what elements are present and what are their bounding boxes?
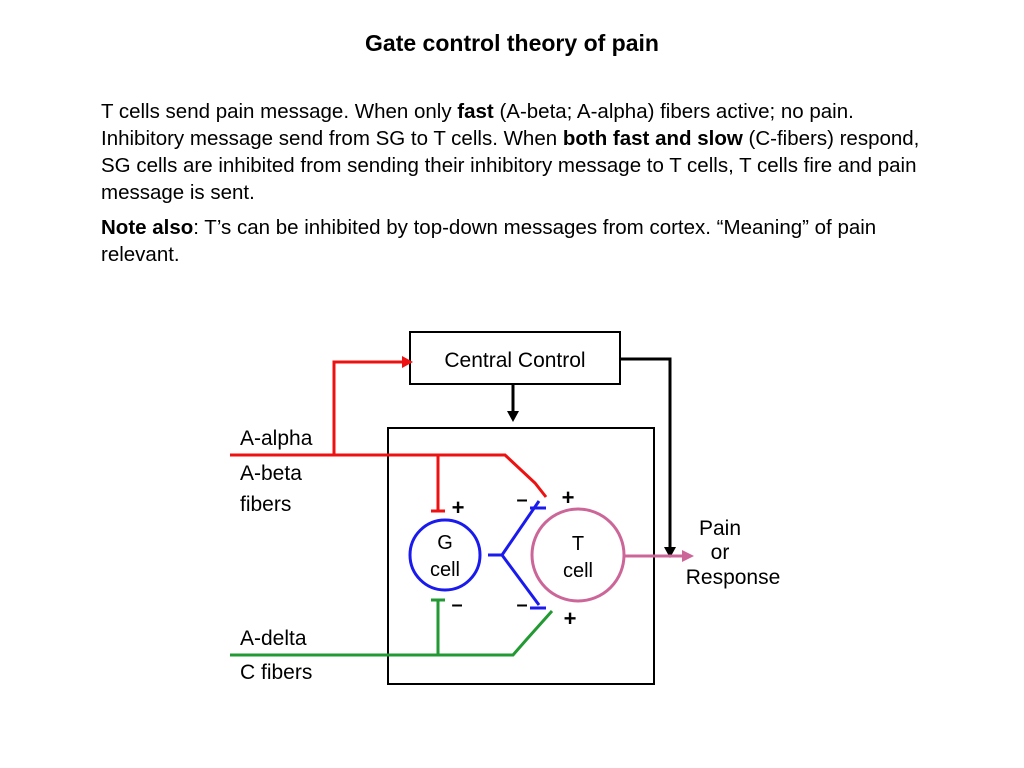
t-cell [530, 507, 626, 603]
paragraph-1: T cells send pain message. When only fas… [101, 98, 931, 206]
t-cell-label-1: T [572, 533, 584, 555]
g-cell-plus-sign: + [452, 495, 465, 520]
paragraph-2: Note also: T’s can be inhibited by top-d… [101, 214, 931, 268]
body-text: T cells send pain message. When only fas… [101, 98, 931, 268]
fast-fiber-path [230, 360, 548, 513]
g-cell-output [488, 500, 546, 610]
g-cell-label-1: G [437, 532, 453, 554]
text-segment: (C-fibers) respond, SG cells are inhibit… [101, 127, 920, 204]
t-cell-top-minus-sign: – [516, 489, 527, 511]
output-label-response: Response [686, 566, 781, 589]
t-cell-label-2: cell [563, 560, 593, 582]
slow-fiber-label-2: C fibers [240, 661, 312, 684]
text-segment: : T’s can be inhibited by top-down messa… [101, 216, 877, 266]
bold-term-note-also: Note also [101, 216, 194, 239]
t-cell-bottom-plus-sign: + [564, 606, 577, 631]
bold-term-fast: fast [457, 100, 494, 123]
g-cell [408, 518, 482, 592]
central-control-label: Central Control [444, 349, 585, 372]
central-control-box [409, 331, 621, 385]
output-arrowhead [682, 550, 694, 562]
slide-title: Gate control theory of pain [365, 30, 659, 56]
fast-fiber-label-1: A-alpha [240, 427, 313, 450]
g-cell-label-2: cell [430, 559, 460, 581]
output-label-or: or [711, 541, 730, 564]
fast-fiber-arrowhead [402, 356, 413, 368]
slow-fiber-label-1: A-delta [240, 627, 307, 650]
t-cell-bottom-minus-sign: – [516, 594, 527, 616]
arrowheads-black [507, 411, 676, 558]
output-label-pain: Pain [699, 517, 741, 540]
text-segment: T cells send pain message. When only [101, 100, 458, 123]
slow-fiber-path [230, 598, 554, 657]
fast-fiber-label-2: A-beta [240, 462, 302, 485]
gate-control-diagram: Central Control G cell T cell + [230, 331, 781, 685]
central-control-pathways [511, 357, 672, 547]
g-cell-minus-sign: – [451, 594, 462, 616]
t-cell-top-plus-sign: + [562, 485, 575, 510]
bold-term-both-fast-slow: both fast and slow [562, 127, 743, 150]
fast-fiber-label-3: fibers [240, 493, 291, 516]
text-segment: (A-beta; A-alpha) fibers active; no pain… [101, 100, 854, 150]
